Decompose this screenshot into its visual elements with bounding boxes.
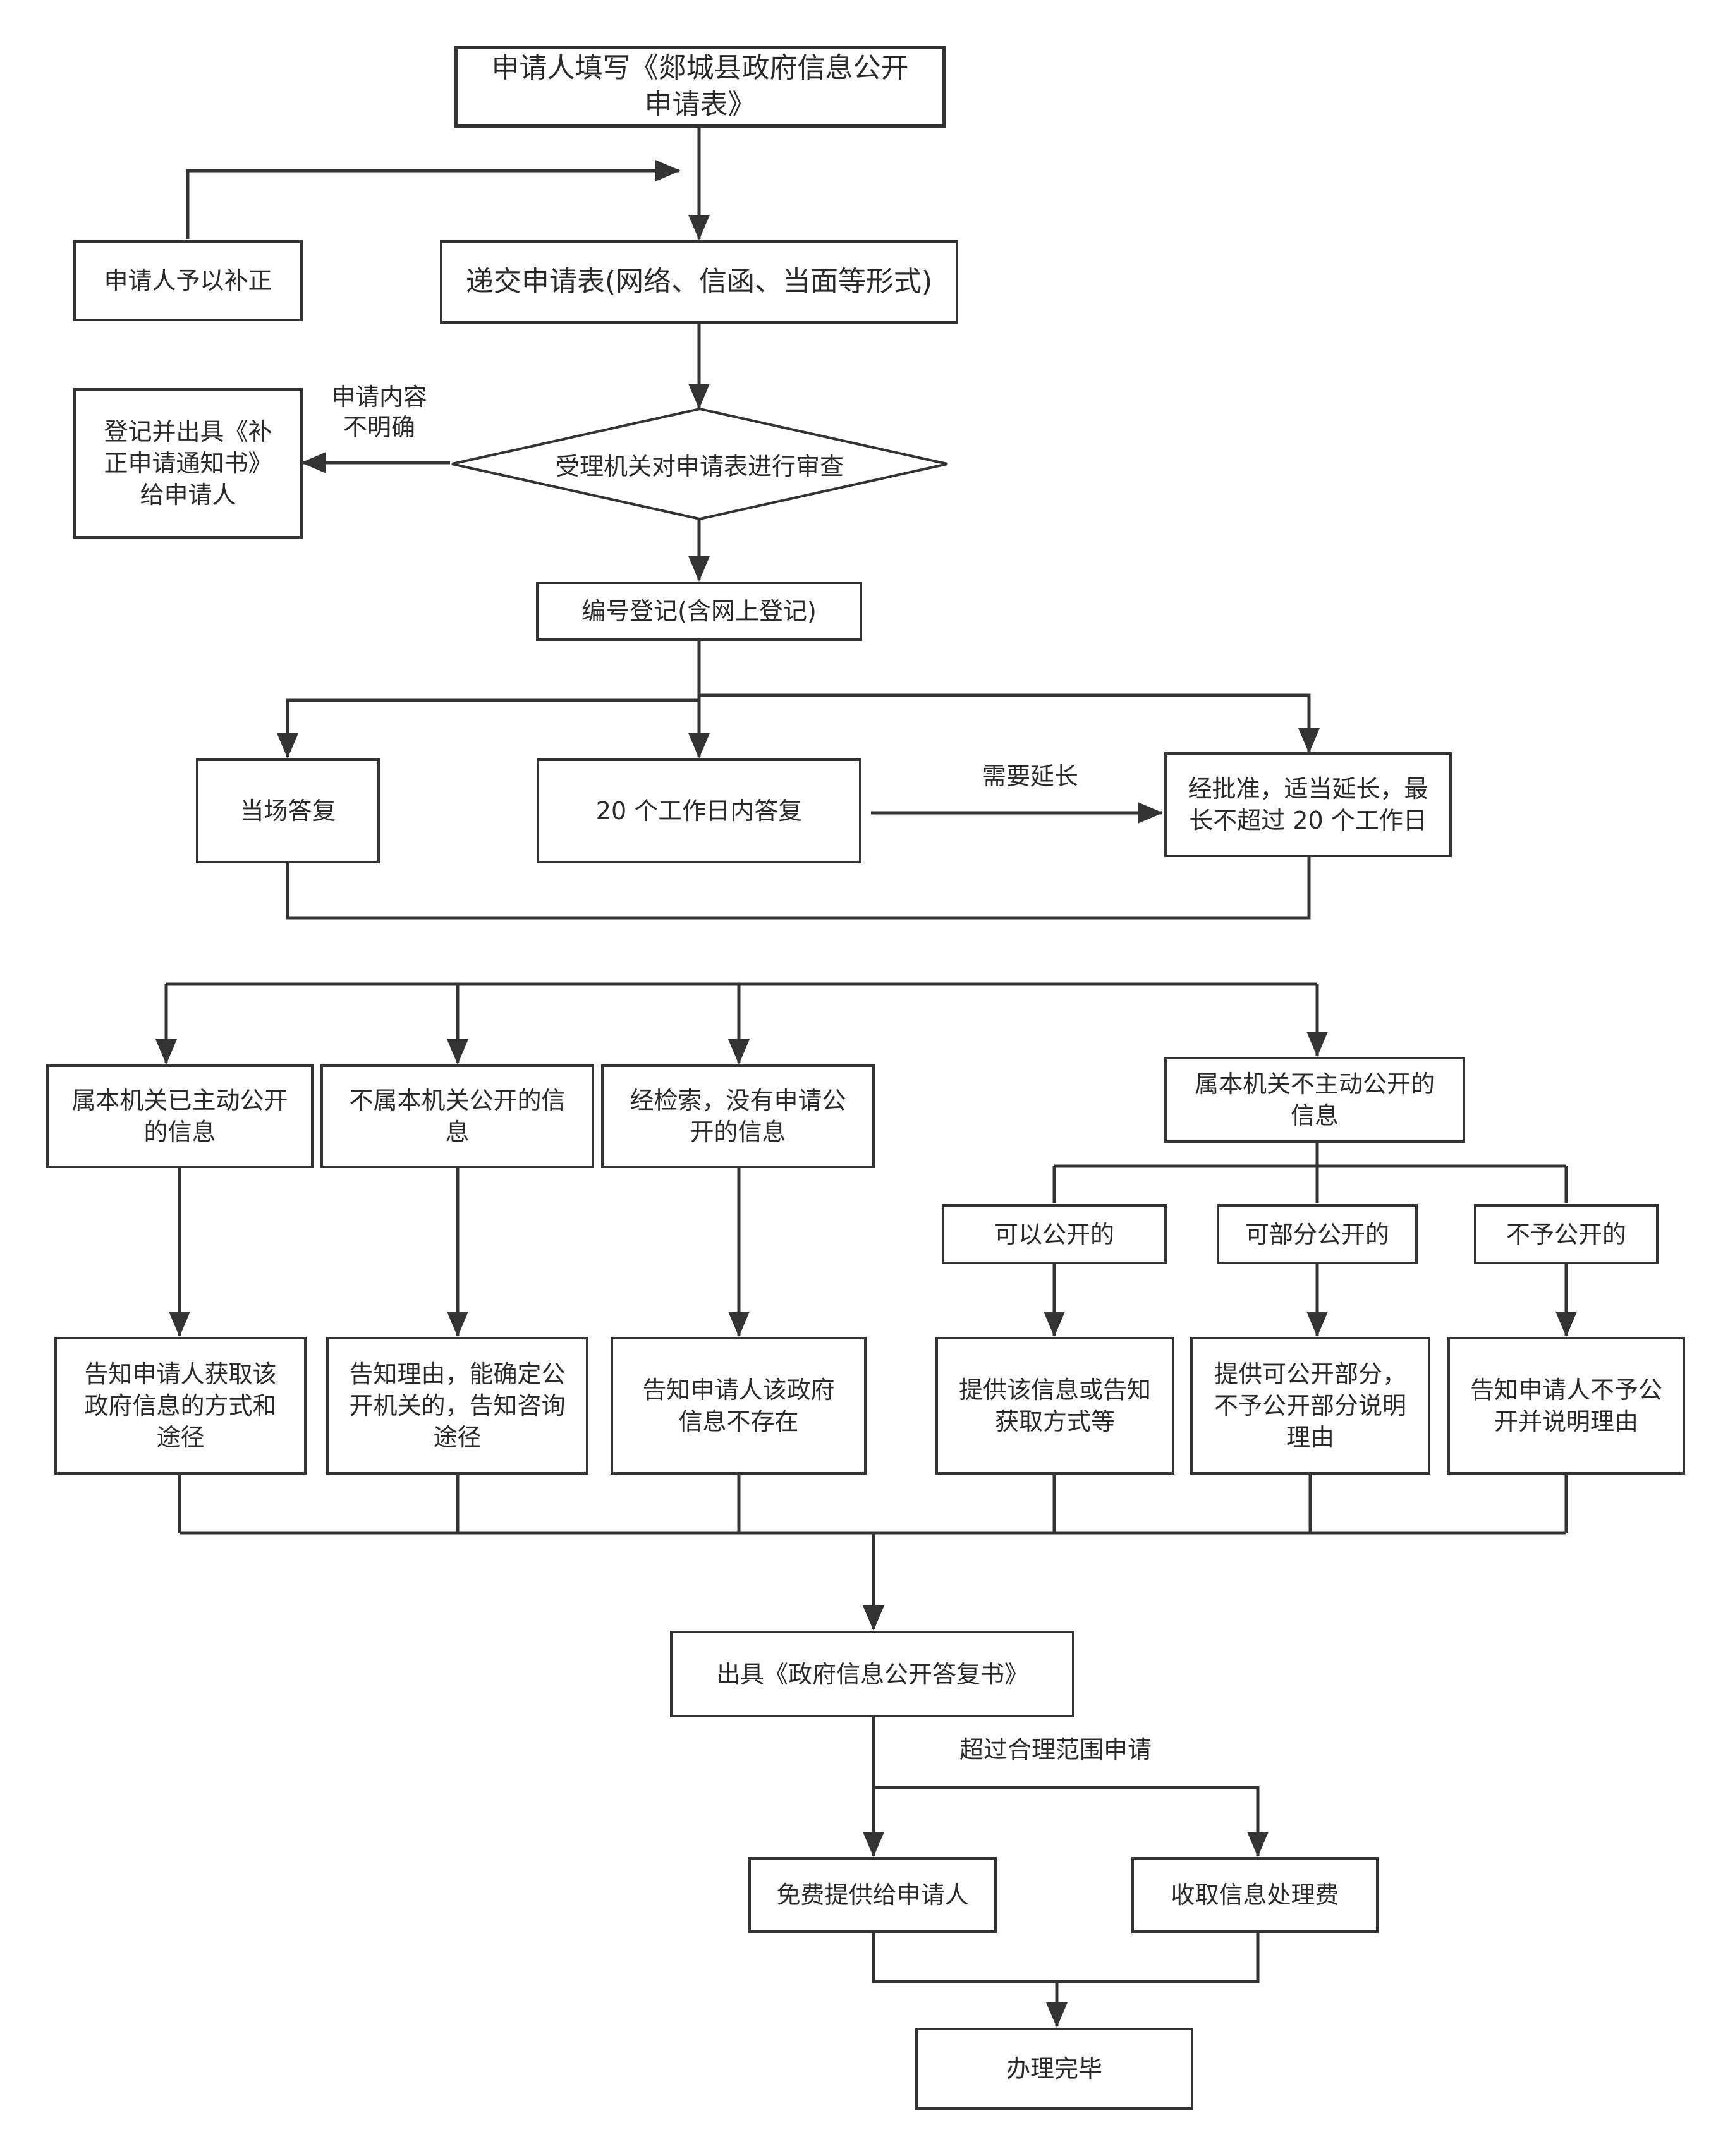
reply-letter-node: 出具《政府信息公开答复书》 <box>670 1631 1074 1717</box>
reply-20-days-node: 20 个工作日内答复 <box>537 758 861 863</box>
provide-info-node: 提供该信息或告知 获取方式等 <box>935 1337 1174 1475</box>
start-node: 申请人填写《郯城县政府信息公开 申请表》 <box>454 46 946 128</box>
can-disclose-node: 可以公开的 <box>942 1204 1167 1264</box>
inform-refuse-node: 告知申请人不予公 开并说明理由 <box>1447 1337 1685 1475</box>
review-label: 受理机关对申请表进行审查 <box>555 452 844 480</box>
not-disclose-node: 不予公开的 <box>1474 1204 1659 1264</box>
register-notice-node: 登记并出具《补 正申请通知书》 给申请人 <box>73 388 303 539</box>
unclear-label: 申请内容 不明确 <box>331 383 427 441</box>
need-extension-label: 需要延长 <box>982 762 1078 790</box>
inform-not-exist-node: 告知申请人该政府 信息不存在 <box>611 1337 867 1475</box>
partially-disclose-node: 可部分公开的 <box>1217 1204 1418 1264</box>
number-register-node: 编号登记(含网上登记) <box>536 582 862 641</box>
free-provide-node: 免费提供给申请人 <box>748 1857 997 1933</box>
submit-node: 递交申请表(网络、信函、当面等形式) <box>440 240 958 324</box>
inform-reason-agency-node: 告知理由，能确定公 开机关的，告知咨询 途径 <box>326 1337 588 1475</box>
not-proactive-node: 属本机关不主动公开的 信息 <box>1164 1057 1465 1143</box>
done-node: 办理完毕 <box>915 2028 1193 2110</box>
supplement-node: 申请人予以补正 <box>73 240 303 321</box>
beyond-reasonable-label: 超过合理范围申请 <box>959 1736 1152 1763</box>
extension-node: 经批准，适当延长，最 长不超过 20 个工作日 <box>1164 752 1452 857</box>
provide-partial-node: 提供可公开部分， 不予公开部分说明 理由 <box>1190 1337 1430 1475</box>
inform-method-node: 告知申请人获取该 政府信息的方式和 途径 <box>54 1337 307 1475</box>
charge-fee-node: 收取信息处理费 <box>1131 1857 1379 1933</box>
not-this-agency-node: 不属本机关公开的信 息 <box>320 1064 594 1168</box>
immediate-reply-node: 当场答复 <box>196 758 380 863</box>
already-public-node: 属本机关已主动公开 的信息 <box>46 1064 314 1168</box>
review-diamond <box>451 407 948 521</box>
not-found-node: 经检索，没有申请公 开的信息 <box>601 1064 875 1168</box>
